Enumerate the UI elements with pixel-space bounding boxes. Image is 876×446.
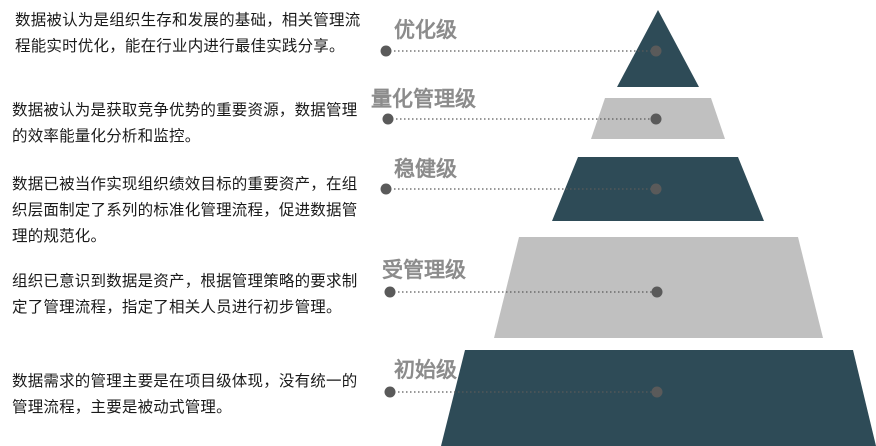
leader-dot-left-managed [384,286,396,298]
leader-dot-left-quantitative [382,113,394,125]
level-description-initial: 数据需求的管理主要是在项目级体现，没有统一的管理流程，主要是被动式管理。 [12,372,358,416]
leader-dot-left-optimizing [380,45,392,57]
level-label-initial: 初始级 [394,358,457,382]
leader-dot-right-optimizing [650,45,662,57]
pyramid-band-initial [441,350,876,446]
level-label-managed: 受管理级 [382,258,466,282]
leader-dot-right-quantitative [650,113,662,125]
level-label-optimizing: 优化级 [394,18,457,42]
level-label-robust: 稳健级 [394,157,457,181]
level-description-optimizing: 数据被认为是组织生存和发展的基础，相关管理流程能实时优化，能在行业内进行最佳实践… [15,11,361,55]
level-description-robust: 数据已被当作实现组织绩效目标的重要资产，在组织层面制定了系列的标准化管理流程，促… [12,175,358,245]
leader-dot-right-initial [651,386,663,398]
level-description-managed: 组织已意识到数据是资产，根据管理策略的要求制定了管理流程，指定了相关人员进行初步… [12,272,358,316]
leader-dot-left-initial [384,386,396,398]
level-description-quantitative: 数据被认为是获取竞争优势的重要资源，数据管理的效率能量化分析和监控。 [12,101,358,145]
leader-dot-right-managed [651,286,663,298]
leader-dot-right-robust [650,183,662,195]
level-label-quantitative: 量化管理级 [371,87,476,111]
leader-dot-left-robust [380,183,392,195]
